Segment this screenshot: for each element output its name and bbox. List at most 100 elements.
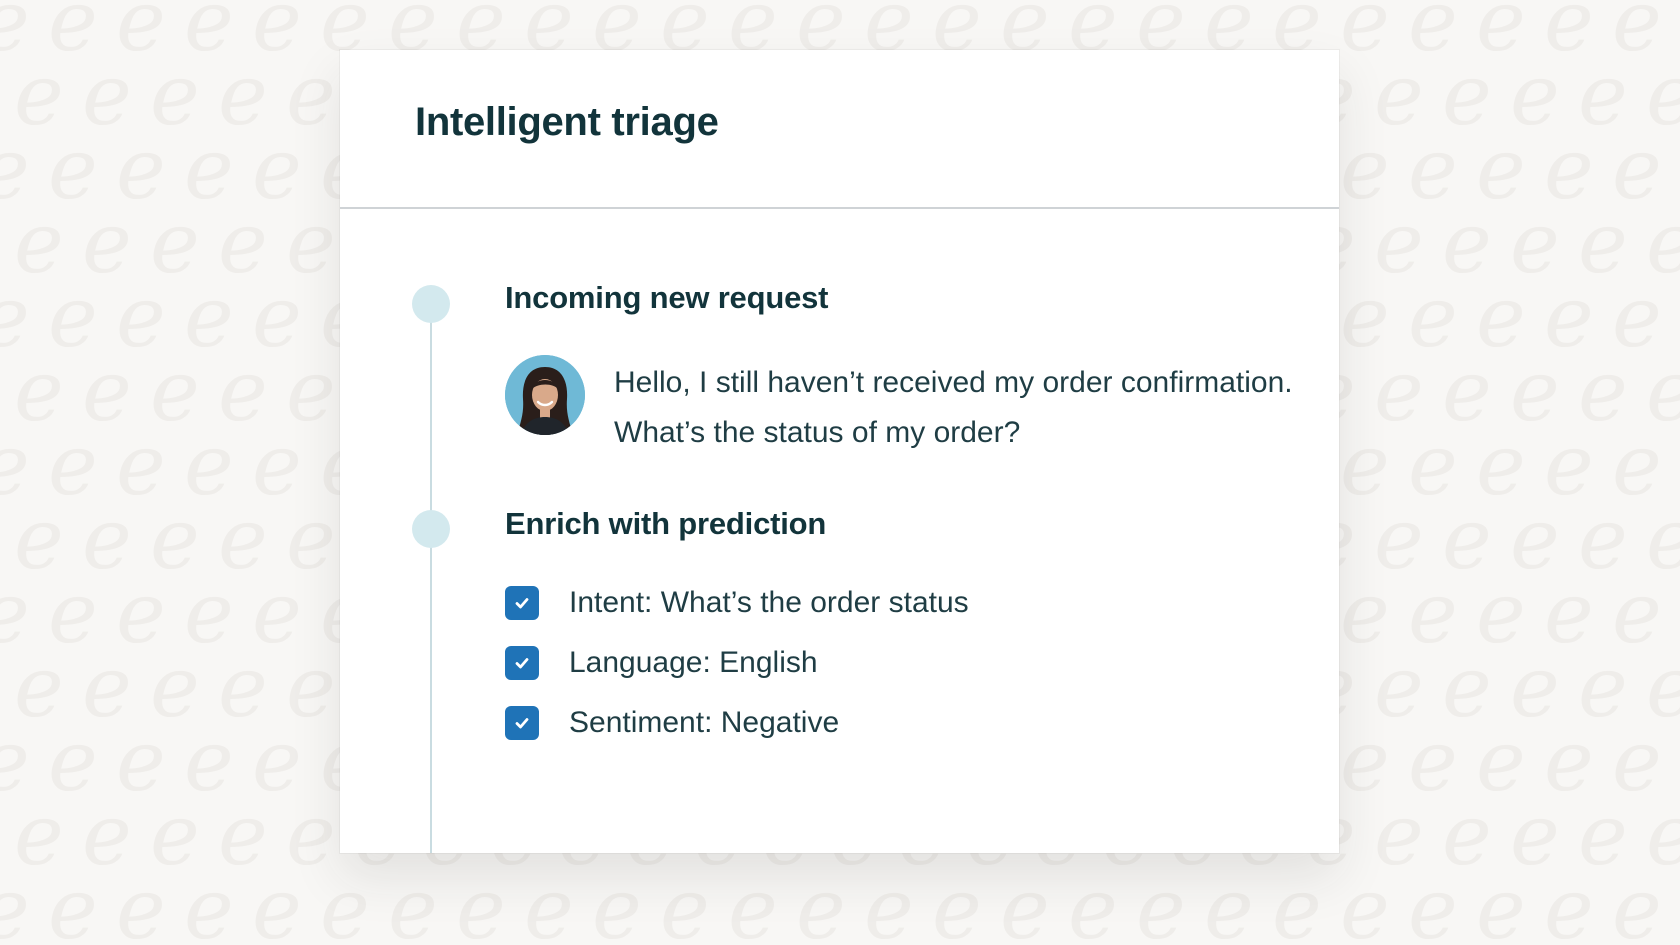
pattern-glyph: e	[1578, 786, 1628, 884]
pattern-glyph: e	[1544, 268, 1594, 366]
pattern-glyph: e	[1476, 0, 1526, 70]
pattern-glyph: e	[1612, 0, 1662, 70]
step-heading-incoming-request: Incoming new request	[505, 280, 829, 315]
timeline-line	[430, 300, 432, 853]
pattern-glyph: e	[14, 786, 64, 884]
pattern-glyph: e	[0, 120, 30, 218]
pattern-glyph: e	[0, 416, 30, 514]
pattern-glyph: e	[48, 416, 98, 514]
pattern-glyph: e	[1408, 564, 1458, 662]
pattern-glyph: e	[1340, 564, 1390, 662]
pattern-glyph: e	[1476, 120, 1526, 218]
pattern-glyph: e	[252, 712, 302, 810]
pattern-glyph: e	[184, 268, 234, 366]
pattern-glyph: e	[0, 564, 30, 662]
pattern-glyph: e	[1544, 416, 1594, 514]
pattern-glyph: e	[1578, 638, 1628, 736]
pattern-glyph: e	[1000, 860, 1050, 945]
pattern-glyph: e	[1476, 860, 1526, 945]
customer-avatar-image	[505, 355, 585, 435]
pattern-glyph: e	[320, 860, 370, 945]
pattern-glyph: e	[252, 564, 302, 662]
prediction-label-language: Language: English	[569, 646, 818, 679]
pattern-glyph: e	[252, 268, 302, 366]
pattern-glyph: e	[1408, 712, 1458, 810]
checkmark-icon[interactable]	[505, 706, 539, 740]
pattern-glyph: e	[1510, 638, 1560, 736]
pattern-glyph: e	[1612, 564, 1662, 662]
pattern-glyph: e	[48, 712, 98, 810]
pattern-glyph: e	[1544, 860, 1594, 945]
pattern-glyph: e	[456, 860, 506, 945]
prediction-item-sentiment: Sentiment: Negative	[505, 693, 969, 753]
pattern-glyph: e	[252, 120, 302, 218]
pattern-glyph: e	[388, 860, 438, 945]
pattern-glyph: e	[1510, 490, 1560, 588]
pattern-glyph: e	[218, 46, 268, 144]
pattern-glyph: e	[1544, 0, 1594, 70]
checkmark-icon[interactable]	[505, 646, 539, 680]
pattern-glyph: e	[252, 416, 302, 514]
pattern-glyph: e	[1374, 46, 1424, 144]
pattern-glyph: e	[218, 638, 268, 736]
pattern-glyph: e	[1646, 638, 1680, 736]
card-header: Intelligent triage	[340, 50, 1339, 209]
prediction-list: Intent: What’s the order status Language…	[505, 573, 969, 753]
pattern-glyph: e	[1646, 342, 1680, 440]
pattern-glyph: e	[1442, 786, 1492, 884]
pattern-glyph: e	[218, 786, 268, 884]
pattern-glyph: e	[1136, 860, 1186, 945]
pattern-glyph: e	[82, 342, 132, 440]
pattern-glyph: e	[14, 194, 64, 292]
pattern-glyph: e	[1340, 0, 1390, 70]
pattern-glyph: e	[286, 194, 336, 292]
pattern-glyph: e	[82, 638, 132, 736]
pattern-glyph: e	[0, 712, 30, 810]
pattern-glyph: e	[0, 0, 30, 70]
pattern-glyph: e	[1476, 564, 1526, 662]
pattern-glyph: e	[1442, 342, 1492, 440]
pattern-glyph: e	[14, 638, 64, 736]
pattern-glyph: e	[1646, 490, 1680, 588]
pattern-glyph: e	[48, 564, 98, 662]
pattern-glyph: e	[14, 46, 64, 144]
pattern-glyph: e	[1544, 564, 1594, 662]
pattern-glyph: e	[1068, 860, 1118, 945]
pattern-glyph: e	[150, 786, 200, 884]
pattern-glyph: e	[150, 46, 200, 144]
customer-avatar	[505, 355, 585, 435]
pattern-glyph: e	[252, 860, 302, 945]
pattern-glyph: e	[660, 860, 710, 945]
pattern-glyph: e	[116, 120, 166, 218]
card-title: Intelligent triage	[415, 100, 719, 144]
pattern-glyph: e	[82, 490, 132, 588]
pattern-glyph: e	[82, 194, 132, 292]
checkmark-icon[interactable]	[505, 586, 539, 620]
pattern-glyph: e	[1204, 860, 1254, 945]
pattern-glyph: e	[14, 342, 64, 440]
pattern-glyph: e	[1646, 194, 1680, 292]
pattern-glyph: e	[1408, 268, 1458, 366]
pattern-glyph: e	[286, 46, 336, 144]
pattern-glyph: e	[116, 416, 166, 514]
pattern-glyph: e	[184, 120, 234, 218]
pattern-glyph: e	[1374, 342, 1424, 440]
pattern-glyph: e	[1612, 860, 1662, 945]
pattern-glyph: e	[218, 194, 268, 292]
customer-message: Hello, I still haven’t received my order…	[614, 366, 1293, 449]
pattern-glyph: e	[48, 268, 98, 366]
pattern-glyph: e	[184, 0, 234, 70]
step-heading-enrich-with-prediction: Enrich with prediction	[505, 506, 827, 541]
pattern-glyph: e	[184, 564, 234, 662]
prediction-label-intent: Intent: What’s the order status	[569, 586, 969, 619]
pattern-glyph: e	[1476, 712, 1526, 810]
pattern-glyph: e	[0, 860, 30, 945]
pattern-glyph: e	[796, 860, 846, 945]
pattern-glyph: e	[1476, 268, 1526, 366]
pattern-glyph: e	[286, 342, 336, 440]
pattern-glyph: e	[1510, 194, 1560, 292]
pattern-glyph: e	[218, 490, 268, 588]
pattern-glyph: e	[1578, 194, 1628, 292]
pattern-glyph: e	[932, 860, 982, 945]
pattern-glyph: e	[1442, 638, 1492, 736]
